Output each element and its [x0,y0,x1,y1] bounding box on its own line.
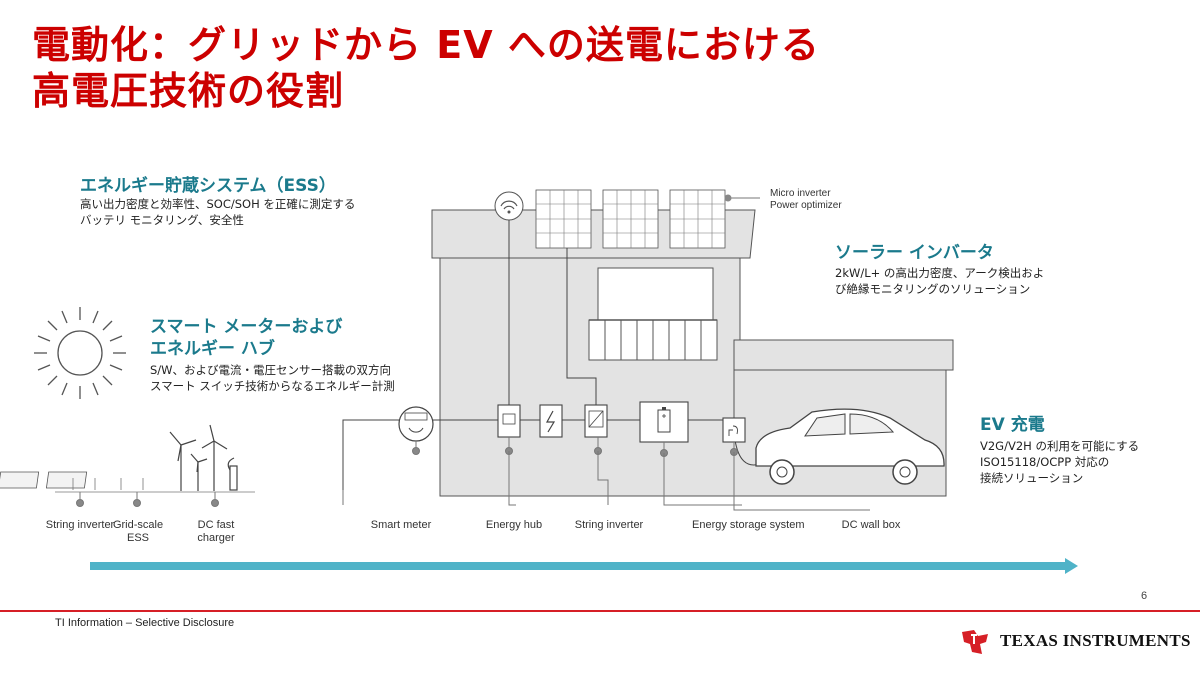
ev-line-3: 接続ソリューション [980,471,1084,485]
title-line-1: 電動化：グリッドから EV への送電における [32,23,820,67]
meter-heading: スマート メーターおよび エネルギー ハブ [150,316,342,360]
disclosure-note: TI Information – Selective Disclosure [55,617,235,629]
label-string-inverter: String inverter [574,519,644,531]
ess-line-2: バッテリ モニタリング、安全性 [80,213,244,227]
wifi-icon [494,191,524,221]
page-title: 電動化：グリッドから EV への送電における 高電圧技術の役割 [32,22,820,114]
wall-box-icon [722,417,746,443]
ev-line-2: ISO15118/OCPP 対応の [980,455,1110,469]
flow-arrow [90,558,1078,574]
rooftop-solar-panels [535,189,726,249]
dc-fast-charger-icon [227,457,238,491]
label-string-inverter-left: String inverter [45,519,115,531]
wind-turbine-icon [169,424,228,491]
lightning-icon [539,404,563,438]
ev-line-1: V2G/V2H の利用を可能にする [980,439,1140,453]
label-smart-meter: Smart meter [370,519,432,531]
meter-heading-line-1: スマート メーターおよび [150,317,343,337]
label-energy-hub: Energy hub [485,519,543,531]
ev-description: V2G/V2H の利用を可能にする ISO15118/OCPP 対応の 接続ソリ… [980,438,1139,486]
meter-description: S/W、および電流・電圧センサー搭載の双方向 スマート スイッチ技術からなるエネ… [150,362,395,394]
ti-logo-icon [962,630,988,654]
solar-heading: ソーラー インバータ [835,243,994,263]
meter-heading-line-2: エネルギー ハブ [150,339,275,359]
grid-scale-ess-line-2: ESS [126,532,149,544]
ti-brand-name: TEXAS INSTRUMENTS [1000,631,1191,650]
meter-line-1: S/W、および電流・電圧センサー搭載の双方向 [150,363,392,377]
micro-inverter-label: Micro inverter Power optimizer [770,188,842,212]
micro-inverter-line-1: Micro inverter [770,188,831,199]
solar-line-2: び絶縁モニタリングのソリューション [835,282,1031,296]
ess-description: 高い出力密度と効率性、SOC/SOH を正確に測定する バッテリ モニタリング、… [80,196,355,228]
page-number: 6 [1141,590,1148,602]
sun-icon [34,307,126,399]
ess-heading: エネルギー貯蔵システム（ESS） [80,176,336,196]
label-dc-wall-box: DC wall box [841,519,901,531]
solar-description: 2kW/L+ の高出力密度、アーク検出およ び絶縁モニタリングのソリューション [835,265,1044,297]
label-dc-fast-charger: DC fast charger [196,519,236,545]
title-line-2: 高電圧技術の役割 [32,69,345,113]
ess-line-1: 高い出力密度と効率性、SOC/SOH を正確に測定する [80,197,356,211]
micro-inverter-line-2: Power optimizer [770,200,842,211]
energy-hub-icon [497,404,521,438]
ev-heading: EV 充電 [980,415,1045,435]
footer-divider [0,610,1200,612]
dc-fast-charger-line-2: charger [197,532,235,544]
grid-scale-ess-line-1: Grid-scale [112,519,164,531]
label-grid-scale-ess: Grid-scale ESS [112,519,164,545]
ev-grid-diagram [0,189,1078,574]
label-energy-storage-system: Energy storage system [692,519,805,531]
solar-farm-icon [0,471,144,490]
smart-meter-icon [398,406,434,442]
string-inverter-icon [584,404,608,438]
dc-fast-charger-line-1: DC fast [197,519,235,531]
electric-car-icon [755,408,945,485]
solar-line-1: 2kW/L+ の高出力密度、アーク検出およ [835,266,1045,280]
battery-icon [639,401,689,443]
meter-line-2: スマート スイッチ技術からなるエネルギー計測 [150,379,395,393]
